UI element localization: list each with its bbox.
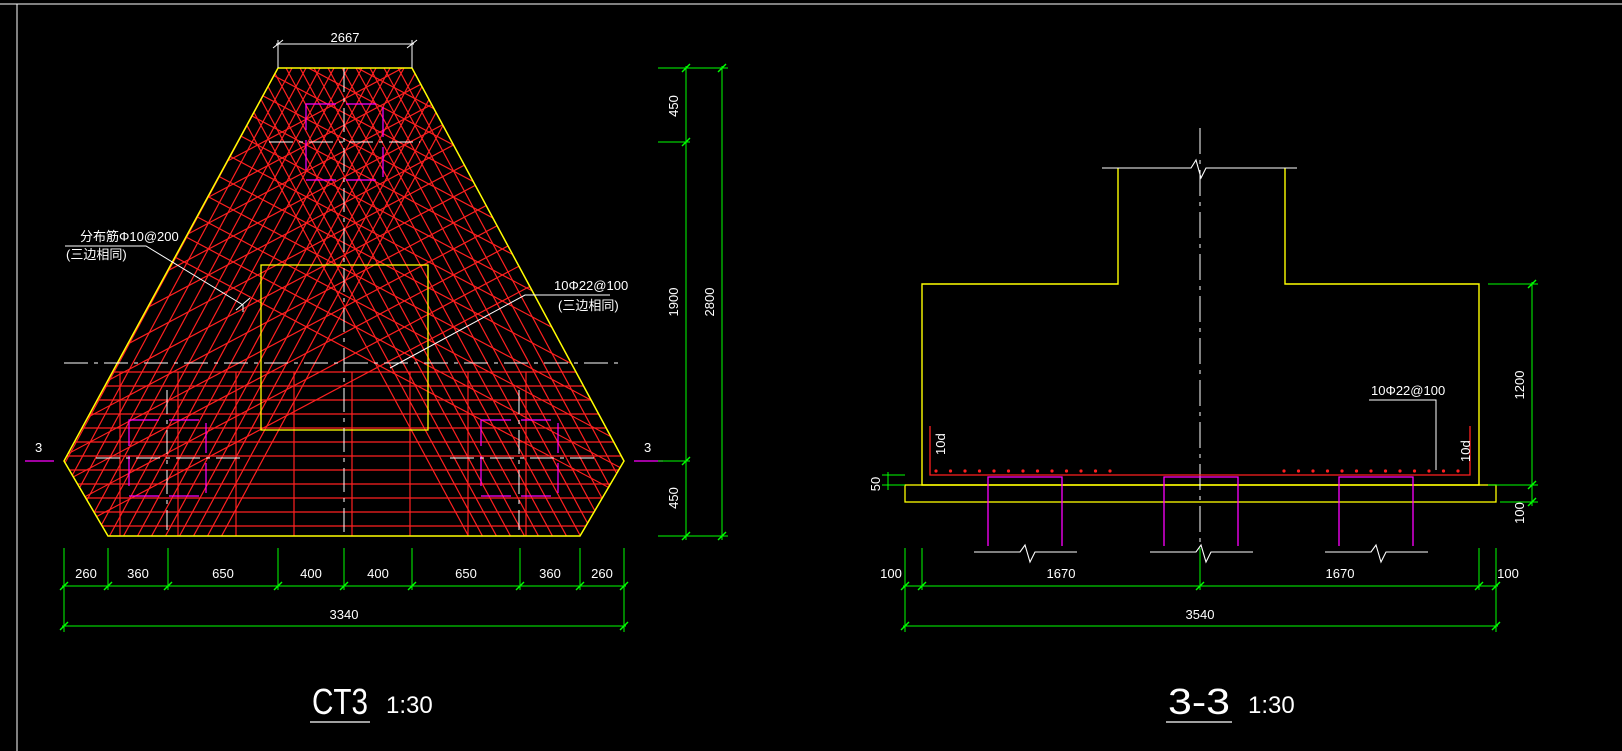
dim-right-1: 450 [666,95,681,117]
rebar-dot [992,469,996,473]
rebar-line [64,68,624,251]
dim-cover-text: 50 [868,477,883,491]
note-right-leader [389,294,610,369]
rebar-line [64,68,83,536]
note-right-line1: 10Φ22@100 [554,278,628,293]
dim-right-chain [658,63,728,541]
rebar-dot [1456,469,1460,473]
dim-section-bottom-2: 1670 [1047,566,1076,581]
section-piles [987,476,1414,546]
dim-section-bottom-3: 1670 [1326,566,1355,581]
dim-section-total: 3540 [1186,607,1215,622]
dim-section-bottom-4: 100 [1497,566,1519,581]
rebar-line [64,68,624,251]
rebar-label: 10Φ22@100 [1371,383,1445,398]
note-left-line1: 分布筋Φ10@200 [80,229,179,244]
dim-bottom-1: 260 [75,566,97,581]
rebar-dot [1441,469,1446,473]
pile-break-lines [974,543,1428,564]
dim-top-width-text: 2667 [331,30,360,45]
rebar-dot [1412,469,1417,473]
rebar-dot [1093,469,1098,473]
rebar-line [64,68,293,536]
rebar-dot [1108,469,1112,473]
rebar-dots [934,469,1460,473]
dim-section-base: 100 [1512,502,1527,524]
rebar-dot [1050,469,1054,473]
column-break-line [1102,158,1297,180]
dim-right-2: 1900 [666,288,681,317]
rebar-line [593,68,624,536]
dim-right-total: 2800 [702,288,717,317]
rebar-dot [1340,469,1344,473]
plan-scale: 1:30 [386,692,433,719]
dim-bottom-6: 650 [455,566,477,581]
rebar-dot [1064,469,1069,473]
dim-section-bottom [900,548,1501,632]
rebar-dot [1354,469,1359,473]
pile-cap-rebar-mesh [64,68,624,536]
section-mark-left: 3 [35,440,42,455]
rebar-dot [977,469,982,473]
note-left-line2: (三边相同) [66,247,127,262]
rebar-dot [1383,469,1388,473]
bottom-rebar [929,426,1471,476]
rebar-dot [948,469,953,473]
plan-view: 3 3 分布筋Φ10@200 (三边相同) 10Φ22@100 (三边相同) 2… [25,30,728,723]
rebar-line [64,68,125,536]
rebar-line [607,68,624,536]
rebar-line [64,68,624,303]
rebar-dot [1035,469,1040,473]
rebar-dot [1006,469,1011,473]
dim-top-width [272,39,418,68]
rebar-dot [963,469,967,473]
rebar-line [397,68,624,536]
rebar-dot [1079,469,1083,473]
dim-bottom-8: 260 [591,566,613,581]
note-right-line2: (三边相同) [558,298,619,313]
dim-bottom-3: 650 [212,566,234,581]
rebar-line [64,68,624,303]
rebar-dot [1427,469,1431,473]
dim-bottom-total: 3340 [330,607,359,622]
rebar-dot [1369,469,1373,473]
dim-bottom-2: 360 [127,566,149,581]
dim-bottom-7: 360 [539,566,561,581]
rebar-dot [1398,469,1402,473]
dim-section-height: 1200 [1512,371,1527,400]
section-title: 3-3 [1168,681,1230,722]
pile-top [305,103,384,181]
dim-bottom-chain [59,548,629,632]
section-mark-right: 3 [644,440,651,455]
rebar-dot [934,469,938,473]
dim-bottom-5: 400 [367,566,389,581]
anchor-left-label: 10d [933,433,948,455]
anchor-right-label: 10d [1458,440,1473,462]
dim-section-right [1488,279,1538,507]
plan-centerlines [64,68,624,536]
rebar-line [64,68,97,536]
rebar-leader [1369,399,1437,470]
note-left-tick [235,297,251,311]
section-view: 10d 10d 10Φ22@100 50 1200 100 [868,128,1538,723]
rebar-dot [1282,469,1286,473]
dim-cover [882,472,905,490]
rebar-line [579,68,624,536]
dim-section-bottom-1: 100 [880,566,902,581]
rebar-dot [1021,469,1025,473]
plan-title: CT3 [312,681,368,722]
dim-bottom-4: 400 [300,566,322,581]
rebar-line [64,68,307,536]
section-scale: 1:30 [1248,692,1295,719]
rebar-dot [1311,469,1315,473]
dim-right-3: 450 [666,487,681,509]
note-left-leader [65,245,244,312]
rebar-dot [1325,469,1330,473]
rebar-dot [1296,469,1301,473]
